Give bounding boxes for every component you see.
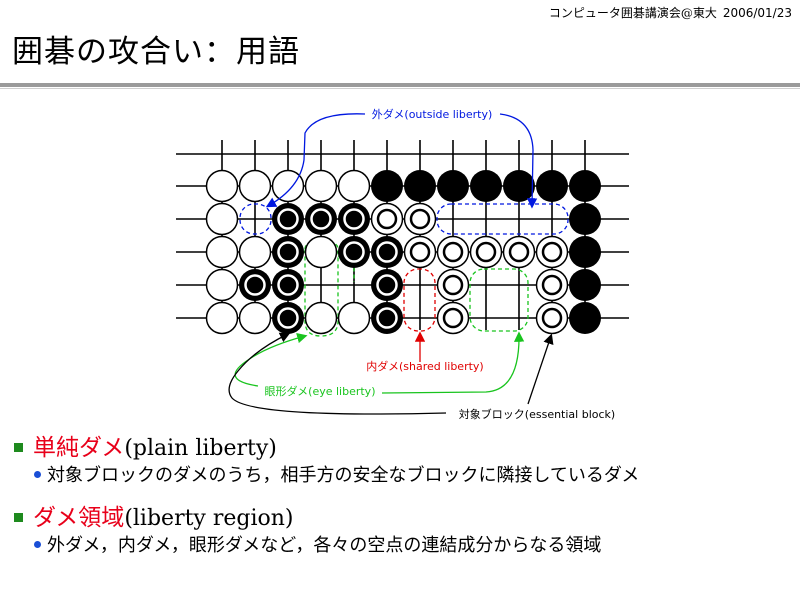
header-org: コンピュータ囲碁講演会@東大 — [548, 6, 717, 20]
board-grid — [176, 140, 629, 330]
essential-block-arrow-left — [228, 332, 447, 415]
header-info: コンピュータ囲碁講演会@東大 2006/01/23 — [549, 4, 792, 21]
black-stones — [371, 170, 601, 334]
eye-liberty-region-left — [304, 240, 339, 337]
outside-liberty-arrow-right — [499, 113, 538, 209]
term-jp: 単純ダメ — [33, 435, 125, 461]
bullet-square-icon — [14, 513, 23, 522]
eye-liberty-label: 眼形ダメ(eye liberty) — [264, 384, 375, 398]
shared-liberty-label: 内ダメ(shared liberty) — [366, 359, 483, 373]
eye-liberty-region-right — [469, 268, 529, 332]
bullet-square-icon — [14, 443, 23, 452]
term-jp: ダメ領域 — [33, 505, 125, 531]
bullet-dot-icon — [34, 470, 41, 478]
bullet-desc-liberty-region: 外ダメ，内ダメ，眼形ダメなど，各々の空点の連結成分からなる領域 — [34, 531, 601, 557]
outside-liberty-region-right — [436, 203, 569, 235]
outside-liberty-label: 外ダメ(outside liberty) — [372, 107, 493, 121]
bullet-item-plain-liberty: 単純ダメ(plain liberty) — [14, 428, 277, 462]
marked-black-stones — [239, 203, 403, 334]
essential-block-label: 対象ブロック(essential block) — [459, 407, 615, 421]
shared-liberty-region — [403, 268, 436, 332]
annotation-arrows — [228, 113, 554, 415]
bullet-desc-text: 外ダメ，内ダメ，眼形ダメなど，各々の空点の連結成分からなる領域 — [47, 535, 602, 556]
bullet-desc-plain-liberty: 対象ブロックのダメのうち，相手方の安全なブロックに隣接しているダメ — [34, 461, 639, 487]
title-rule-light — [0, 88, 800, 89]
bullet-dot-icon — [34, 540, 41, 548]
eye-liberty-arrow-right — [381, 331, 525, 394]
bullet-item-liberty-region: ダメ領域(liberty region) — [14, 498, 294, 532]
term-en: (liberty region) — [124, 506, 294, 531]
outside-liberty-region-left — [239, 203, 272, 235]
title-rule — [0, 83, 800, 87]
essential-block-arrow-right — [527, 333, 554, 405]
outside-liberty-arrow-left — [265, 113, 366, 208]
annotation-labels: 外ダメ(outside liberty) 内ダメ(shared liberty)… — [264, 107, 615, 421]
slide-title: 囲碁の攻合い：用語 — [12, 34, 300, 70]
header-date: 2006/01/23 — [722, 6, 792, 20]
go-diagram: 外ダメ(outside liberty) 内ダメ(shared liberty)… — [176, 107, 629, 421]
term-en: (plain liberty) — [124, 436, 277, 461]
white-stones — [205, 169, 371, 335]
bullet-desc-text: 対象ブロックのダメのうち，相手方の安全なブロックに隣接しているダメ — [47, 465, 640, 486]
marked-white-stones — [370, 202, 569, 335]
